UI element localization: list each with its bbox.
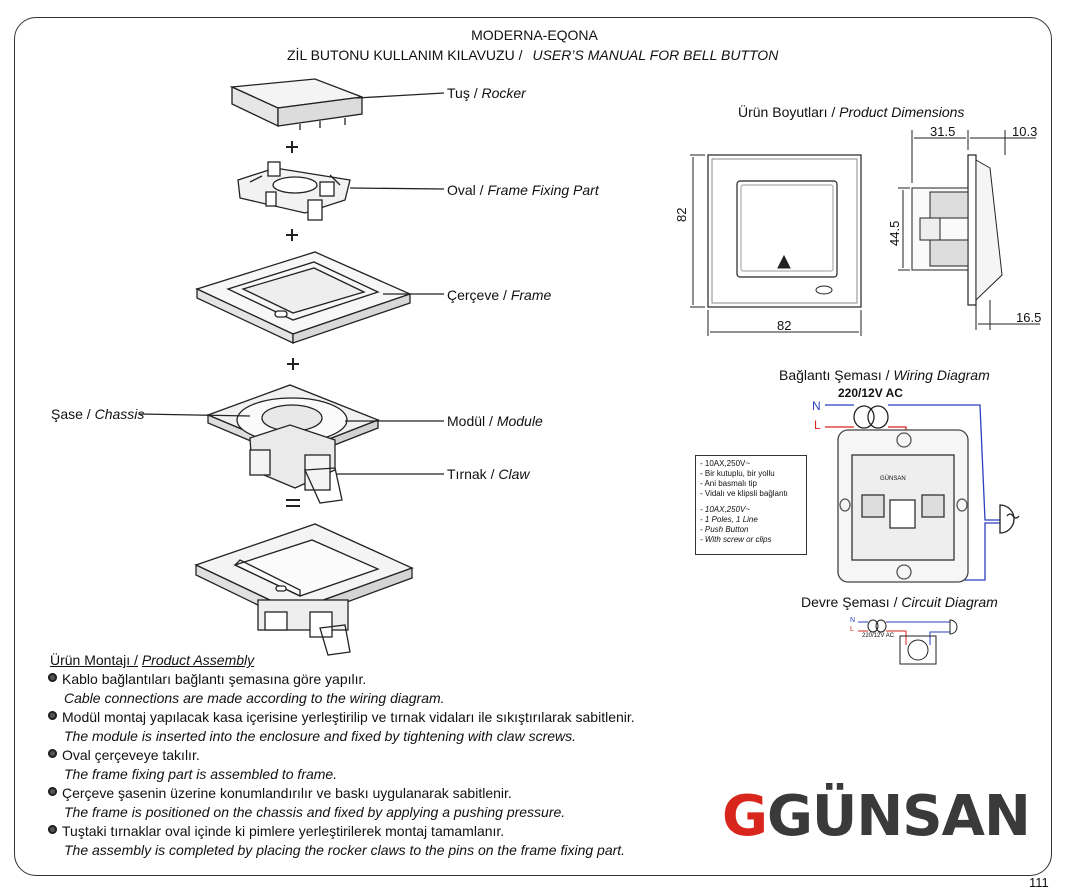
- assembly-title: Ürün Montajı / Product Assembly: [50, 651, 635, 670]
- label-claw-en: Claw: [498, 466, 530, 482]
- assembly-step: Tuştaki tırnaklar oval içinde ki pimlere…: [48, 822, 635, 860]
- label-frame-tr: Çerçeve /: [447, 287, 507, 303]
- circuit-title-en: Circuit Diagram: [901, 594, 998, 610]
- circuit-n-label: N: [850, 617, 856, 624]
- page-number: 111: [1029, 875, 1049, 890]
- step-tr: Çerçeve şasenin üzerine konumlandırılır …: [62, 785, 512, 801]
- label-frame-en: Frame: [510, 287, 552, 303]
- dim-width: 82: [777, 318, 792, 333]
- note-en-2: - 1 Poles, 1 Line: [700, 515, 758, 524]
- label-module-en: Module: [496, 413, 543, 429]
- label-frame: Çerçeve / Frame: [447, 287, 551, 303]
- circuit-voltage: 220/12V AC: [862, 633, 895, 639]
- circuit-title: Devre Şeması / Circuit Diagram: [801, 594, 998, 610]
- note-tr-4: - Vidalı ve klipsli bağlantı: [700, 489, 788, 498]
- assembly-title-en: Product Assembly: [141, 652, 255, 668]
- bullet-icon: [48, 787, 57, 796]
- step-en: The frame is positioned on the chassis a…: [64, 804, 566, 820]
- note-tr-1: - 10AX,250V~: [700, 459, 751, 468]
- dim-depth: 31.5: [930, 124, 956, 139]
- label-chassis-en: Chassis: [94, 406, 145, 422]
- document-title: MODERNA-EQONA: [471, 27, 598, 43]
- gunsan-logo: GGÜNSAN: [722, 784, 1031, 849]
- wiring-title: Bağlantı Şeması / Wiring Diagram: [779, 367, 990, 383]
- page-border: [14, 17, 1052, 876]
- step-en: The module is inserted into the enclosur…: [64, 728, 577, 744]
- document-subtitle: ZİL BUTONU KULLANIM KILAVUZU / USER’S MAN…: [287, 47, 778, 63]
- label-rocker-tr: Tuş /: [447, 85, 478, 101]
- assembly-step: Oval çerçeveye takılır. The frame fixing …: [48, 746, 635, 784]
- label-oval-tr: Oval /: [447, 182, 484, 198]
- note-tr-3: - Ani basmalı tip: [700, 479, 757, 488]
- assembly-step: Kablo bağlantıları bağlantı şemasına gör…: [48, 670, 635, 708]
- assembly-step: Modül montaj yapılacak kasa içerisine ye…: [48, 708, 635, 746]
- wiring-voltage: 220/12V AC: [838, 386, 903, 400]
- label-chassis-tr: Şase /: [51, 406, 91, 422]
- step-tr: Oval çerçeveye takılır.: [62, 747, 200, 763]
- logo-text: GÜNSAN: [766, 784, 1031, 849]
- logo-g-mark: G: [722, 784, 768, 849]
- wiring-title-en: Wiring Diagram: [893, 367, 990, 383]
- subtitle-tr: ZİL BUTONU KULLANIM KILAVUZU /: [287, 47, 523, 63]
- bullet-icon: [48, 711, 57, 720]
- frame-drawing: [195, 251, 412, 345]
- circuit-l-label: L: [850, 626, 854, 633]
- bullet-icon: [48, 749, 57, 758]
- chassis-module-drawing: [206, 384, 380, 504]
- step-en: Cable connections are made according to …: [64, 690, 445, 706]
- label-claw-tr: Tırnak /: [447, 466, 495, 482]
- dim-base-depth: 16.5: [1016, 310, 1042, 325]
- label-claw: Tırnak / Claw: [447, 466, 529, 482]
- label-chassis: Şase / Chassis: [51, 406, 144, 422]
- assembly-instructions: Ürün Montajı / Product Assembly Kablo ba…: [48, 651, 635, 860]
- wiring-title-tr: Bağlantı Şeması /: [779, 367, 890, 383]
- note-en-3: - Push Button: [700, 525, 749, 534]
- wiring-brand-small: GÜNSAN: [880, 476, 906, 482]
- oval-drawing: [237, 161, 351, 221]
- assembly-title-tr: Ürün Montajı /: [50, 652, 138, 668]
- label-rocker-en: Rocker: [481, 85, 526, 101]
- assembled-product-drawing: [194, 523, 414, 656]
- dimensions-title: Ürün Boyutları / Product Dimensions: [738, 104, 964, 120]
- label-module: Modül / Module: [447, 413, 543, 429]
- dim-rocker-depth: 10.3: [1012, 124, 1038, 139]
- step-en: The frame fixing part is assembled to fr…: [64, 766, 338, 782]
- note-en-1: - 10AX,250V~: [700, 505, 751, 514]
- bullet-icon: [48, 825, 57, 834]
- dimensions-title-tr: Ürün Boyutları /: [738, 104, 836, 120]
- bullet-icon: [48, 673, 57, 682]
- step-tr: Tuştaki tırnaklar oval içinde ki pimlere…: [62, 823, 505, 839]
- label-oval-en: Frame Fixing Part: [487, 182, 599, 198]
- label-oval: Oval / Frame Fixing Part: [447, 182, 599, 198]
- note-en-4: - With screw or clips: [700, 535, 772, 544]
- assembly-step: Çerçeve şasenin üzerine konumlandırılır …: [48, 784, 635, 822]
- step-tr: Kablo bağlantıları bağlantı şemasına gör…: [62, 671, 367, 687]
- note-tr-2: - Bir kutuplu, bir yollu: [700, 469, 775, 478]
- wiring-n-label: N: [812, 399, 821, 413]
- label-rocker: Tuş / Rocker: [447, 85, 526, 101]
- wiring-l-label: L: [814, 418, 821, 432]
- rocker-drawing: [229, 78, 363, 130]
- step-en: The assembly is completed by placing the…: [64, 842, 626, 858]
- dimensions-title-en: Product Dimensions: [839, 104, 965, 120]
- subtitle-en: USER’S MANUAL FOR BELL BUTTON: [532, 47, 779, 63]
- label-module-tr: Modül /: [447, 413, 493, 429]
- technical-notes-box: - 10AX,250V~ - Bir kutuplu, bir yollu - …: [695, 455, 807, 555]
- circuit-title-tr: Devre Şeması /: [801, 594, 898, 610]
- step-tr: Modül montaj yapılacak kasa içerisine ye…: [62, 709, 635, 725]
